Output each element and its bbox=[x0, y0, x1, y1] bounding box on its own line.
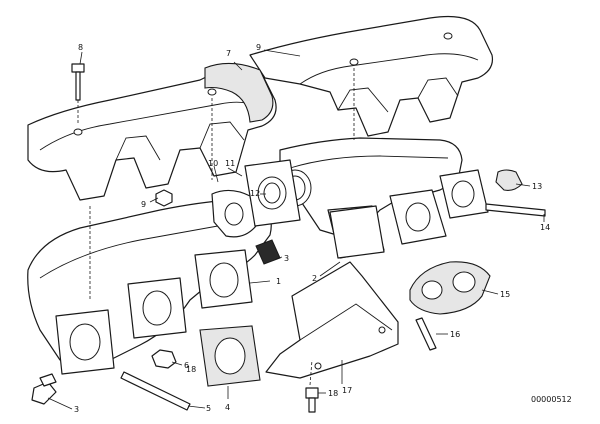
callout-11: 11 bbox=[225, 159, 235, 168]
exhaust-manifold-rear bbox=[278, 137, 489, 259]
callout-2: 2 bbox=[312, 274, 317, 283]
oxygen-sensor bbox=[31, 373, 57, 405]
callout-6: 6 bbox=[184, 361, 189, 370]
stud-bolts bbox=[120, 203, 546, 411]
callout-7: 7 bbox=[226, 49, 231, 58]
callout-5: 5 bbox=[206, 404, 211, 413]
exhaust-gasket bbox=[409, 261, 491, 315]
heat-shield-rear bbox=[249, 15, 494, 137]
callouts: 1 2 3 4 5 6 7 8 9 9 10 11 12 13 14 15 16… bbox=[74, 43, 550, 414]
callout-1: 1 bbox=[276, 277, 281, 286]
callout-13: 13 bbox=[532, 182, 542, 191]
callout-8: 8 bbox=[78, 43, 83, 52]
callout-12: 12 bbox=[250, 189, 260, 198]
manifold-gasket bbox=[329, 205, 385, 259]
heat-shield-front bbox=[27, 62, 277, 201]
callout-9: 9 bbox=[256, 43, 261, 52]
drawing-code: 00000512 bbox=[531, 395, 572, 404]
callout-3-sensor: 3 bbox=[284, 254, 289, 263]
heat-shield-plate bbox=[265, 261, 399, 379]
callout-3: 3 bbox=[74, 405, 79, 414]
callout-15: 15 bbox=[500, 290, 510, 299]
callout-18-bottom: 18 bbox=[328, 389, 338, 398]
callout-4: 4 bbox=[225, 403, 230, 412]
callout-10: 10 bbox=[208, 159, 218, 168]
callout-17: 17 bbox=[342, 386, 352, 395]
assembly-lines bbox=[77, 68, 355, 386]
exhaust-manifold-front bbox=[27, 189, 272, 375]
manifold-gasket-front bbox=[199, 325, 261, 387]
callout-14: 14 bbox=[540, 223, 550, 232]
flange-gasket bbox=[244, 159, 301, 227]
bolt-bottom bbox=[305, 387, 319, 413]
nuts bbox=[151, 169, 523, 369]
callout-16: 16 bbox=[450, 330, 460, 339]
leader-lines bbox=[47, 49, 545, 410]
callout-18-top: 18 bbox=[186, 365, 196, 374]
callout-9b: 9 bbox=[141, 200, 146, 209]
bolt-top bbox=[71, 63, 85, 101]
